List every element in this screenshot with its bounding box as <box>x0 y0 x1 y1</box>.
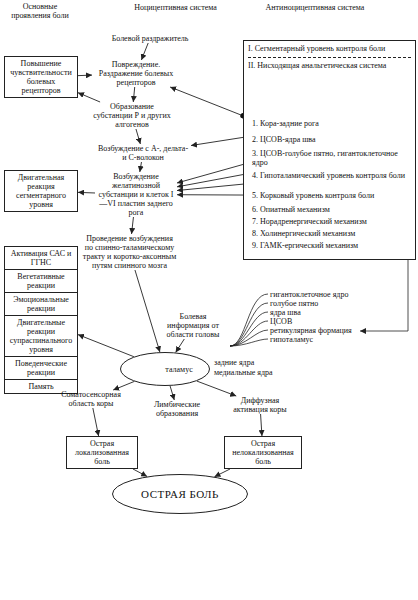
process-text: Образование субстанции Р и других алгоге… <box>92 102 172 129</box>
fan-lines <box>230 294 268 346</box>
nucleus-label: гипоталамус <box>270 335 380 344</box>
thalamus-ellipse: таламус <box>120 352 210 386</box>
mechanism-item: 4. Гипоталамический уровень контроля бол… <box>252 171 412 180</box>
arrow-connector <box>136 129 140 144</box>
process-text: Повреждение. Раздражение болевых рецепто… <box>92 60 180 87</box>
mechanism-item: 9. ГАМК-ергический механизм <box>252 241 412 250</box>
arrow-connector <box>141 43 148 60</box>
arrow-connector <box>78 335 134 357</box>
arrow-connector <box>133 87 134 102</box>
acute-pain-ellipse: ОСТРАЯ БОЛЬ <box>112 474 248 514</box>
node-text: Соматосенсорная область коры <box>60 390 122 408</box>
node-text: 5. Корковый уровень контроля боли <box>252 191 412 200</box>
arrow-connector <box>261 414 262 436</box>
limbic-text: Лимбические образования <box>146 400 208 418</box>
pain-box: Острая нелокализованная боль <box>224 436 302 469</box>
mechanism-item: 3. ЦСОВ-голубое пятно, гигантоклеточное … <box>252 149 412 167</box>
process-text: Возбуждение желатинозной субстанции и кл… <box>95 172 177 217</box>
cortex-text: Соматосенсорная область коры <box>60 390 122 408</box>
pain-box: Острая локализованная боль <box>66 436 138 469</box>
arrow-connector <box>93 408 99 436</box>
node-text: Острая нелокализованная боль <box>227 439 299 466</box>
stimulus-text: Болевой раздражитель <box>108 34 192 43</box>
arrow-connector <box>176 339 185 352</box>
node-text: Болевой раздражитель <box>108 34 192 43</box>
mechanism-item: 8. Холинергический механизм <box>252 229 412 238</box>
mechanism-item: 7. Норадренергический механизм <box>252 217 412 226</box>
node-text: 1. Кора-задние рога <box>252 119 412 128</box>
node-text: Повреждение. Раздражение болевых рецепто… <box>92 60 180 87</box>
node-text: 9. ГАМК-ергический механизм <box>252 241 412 250</box>
node-text: 6. Опиатный механизм <box>252 205 412 214</box>
node-text: Болевая информация от области головы <box>158 312 228 339</box>
node-text: Диффузная активация коры <box>228 396 292 414</box>
node-text: Возбуждение желатинозной субстанции и кл… <box>95 172 177 217</box>
column-header: Ноцицептивная система <box>128 3 223 12</box>
node-text: Острая локализованная боль <box>69 439 135 466</box>
node-text: Повышение чувствительности болевых рецеп… <box>7 59 75 95</box>
node-text: II. Нисходящая анальгетическая система <box>248 57 411 70</box>
node-text: Эмоциональные реакции <box>5 293 77 316</box>
nucleus-label: гигантоклеточное ядро <box>270 290 380 299</box>
node-text: 7. Норадренергический механизм <box>252 217 412 226</box>
node-text: Поведенческие реакции <box>5 357 77 380</box>
ellipse-shape <box>121 353 210 386</box>
text-wrap: таламус <box>137 365 192 374</box>
node-text: Двигательные реакции супраспинального ур… <box>5 316 77 357</box>
column-header: Основные проявления боли <box>4 2 76 20</box>
arrow-connector <box>78 75 92 77</box>
node-text: Двигательная реакция сегментарного уровн… <box>7 173 75 209</box>
antinociceptive-box: I. Сегментарный уровень контроля болиII.… <box>243 40 416 260</box>
nucleus-label: ЦСОВ <box>270 317 380 326</box>
node-text: Возбуждение с А-, дельта- и С-волокон <box>95 144 191 162</box>
node-text: 3. ЦСОВ-голубое пятно, гигантоклеточное … <box>252 149 412 167</box>
manifestation-box: Повышение чувствительности болевых рецеп… <box>4 56 78 98</box>
nucleus-label: медиальные ядра <box>214 368 284 377</box>
nucleus-label: задние ядра <box>214 358 284 367</box>
arrow-connector <box>133 469 147 476</box>
mechanism-item: 5. Корковый уровень контроля боли <box>252 191 412 200</box>
node-text: 4. Гипоталамический уровень контроля бол… <box>252 171 412 180</box>
arrow-connector <box>140 162 142 172</box>
arrow-connector <box>113 381 134 390</box>
arrow-connector <box>197 381 236 396</box>
reaction-table: Активация САС и ГГНСВегетативные реакции… <box>4 246 78 394</box>
ellipse-shape <box>113 475 248 514</box>
node-text: Лимбические образования <box>146 400 208 418</box>
column-header: Антиноцицептивная система <box>250 3 380 12</box>
node-text: таламус <box>165 365 192 374</box>
node-text: Вегетативные реакции <box>5 270 77 293</box>
node-text: Активация САС и ГГНС <box>5 247 77 270</box>
node-text: ОСТРАЯ БОЛЬ <box>141 488 219 500</box>
node-text: Проведение возбуждения по спинно-таламич… <box>82 234 177 270</box>
arrow-connector <box>78 192 95 194</box>
nucleus-label: ядра шва <box>270 308 380 317</box>
node-text: 2. ЦСОВ-ядра шва <box>252 135 412 144</box>
text-wrap: ОСТРАЯ БОЛЬ <box>141 488 219 500</box>
node-text: 8. Холинергический механизм <box>252 229 412 238</box>
arrow-connector <box>214 469 230 477</box>
nucleus-label: ретикулярная формация <box>270 326 380 335</box>
node-text: I. Сегментарный уровень контроля боли <box>248 44 411 53</box>
mechanism-item: 1. Кора-задние рога <box>252 119 412 128</box>
ellipse-outline <box>120 352 210 386</box>
inhibition-connector <box>177 194 252 195</box>
mechanism-item: 6. Опиатный механизм <box>252 205 412 214</box>
mechanism-item: 2. ЦСОВ-ядра шва <box>252 135 412 144</box>
arrow-connector <box>132 217 134 234</box>
manifestation-box: Двигательная реакция сегментарного уровн… <box>4 170 78 212</box>
process-text: Болевая информация от области головы <box>158 312 228 339</box>
nucleus-label: голубое пятно <box>270 299 380 308</box>
arrow-connector <box>78 93 100 102</box>
process-text: Возбуждение с А-, дельта- и С-волокон <box>95 144 191 162</box>
arrow-connector <box>170 386 174 400</box>
inhibition-connector <box>170 87 243 116</box>
cortex-text: Диффузная активация коры <box>228 396 292 414</box>
arrow-connector <box>135 270 160 352</box>
node-text: Образование субстанции Р и других алгоге… <box>92 102 172 129</box>
process-text: Проведение возбуждения по спинно-таламич… <box>82 234 177 270</box>
